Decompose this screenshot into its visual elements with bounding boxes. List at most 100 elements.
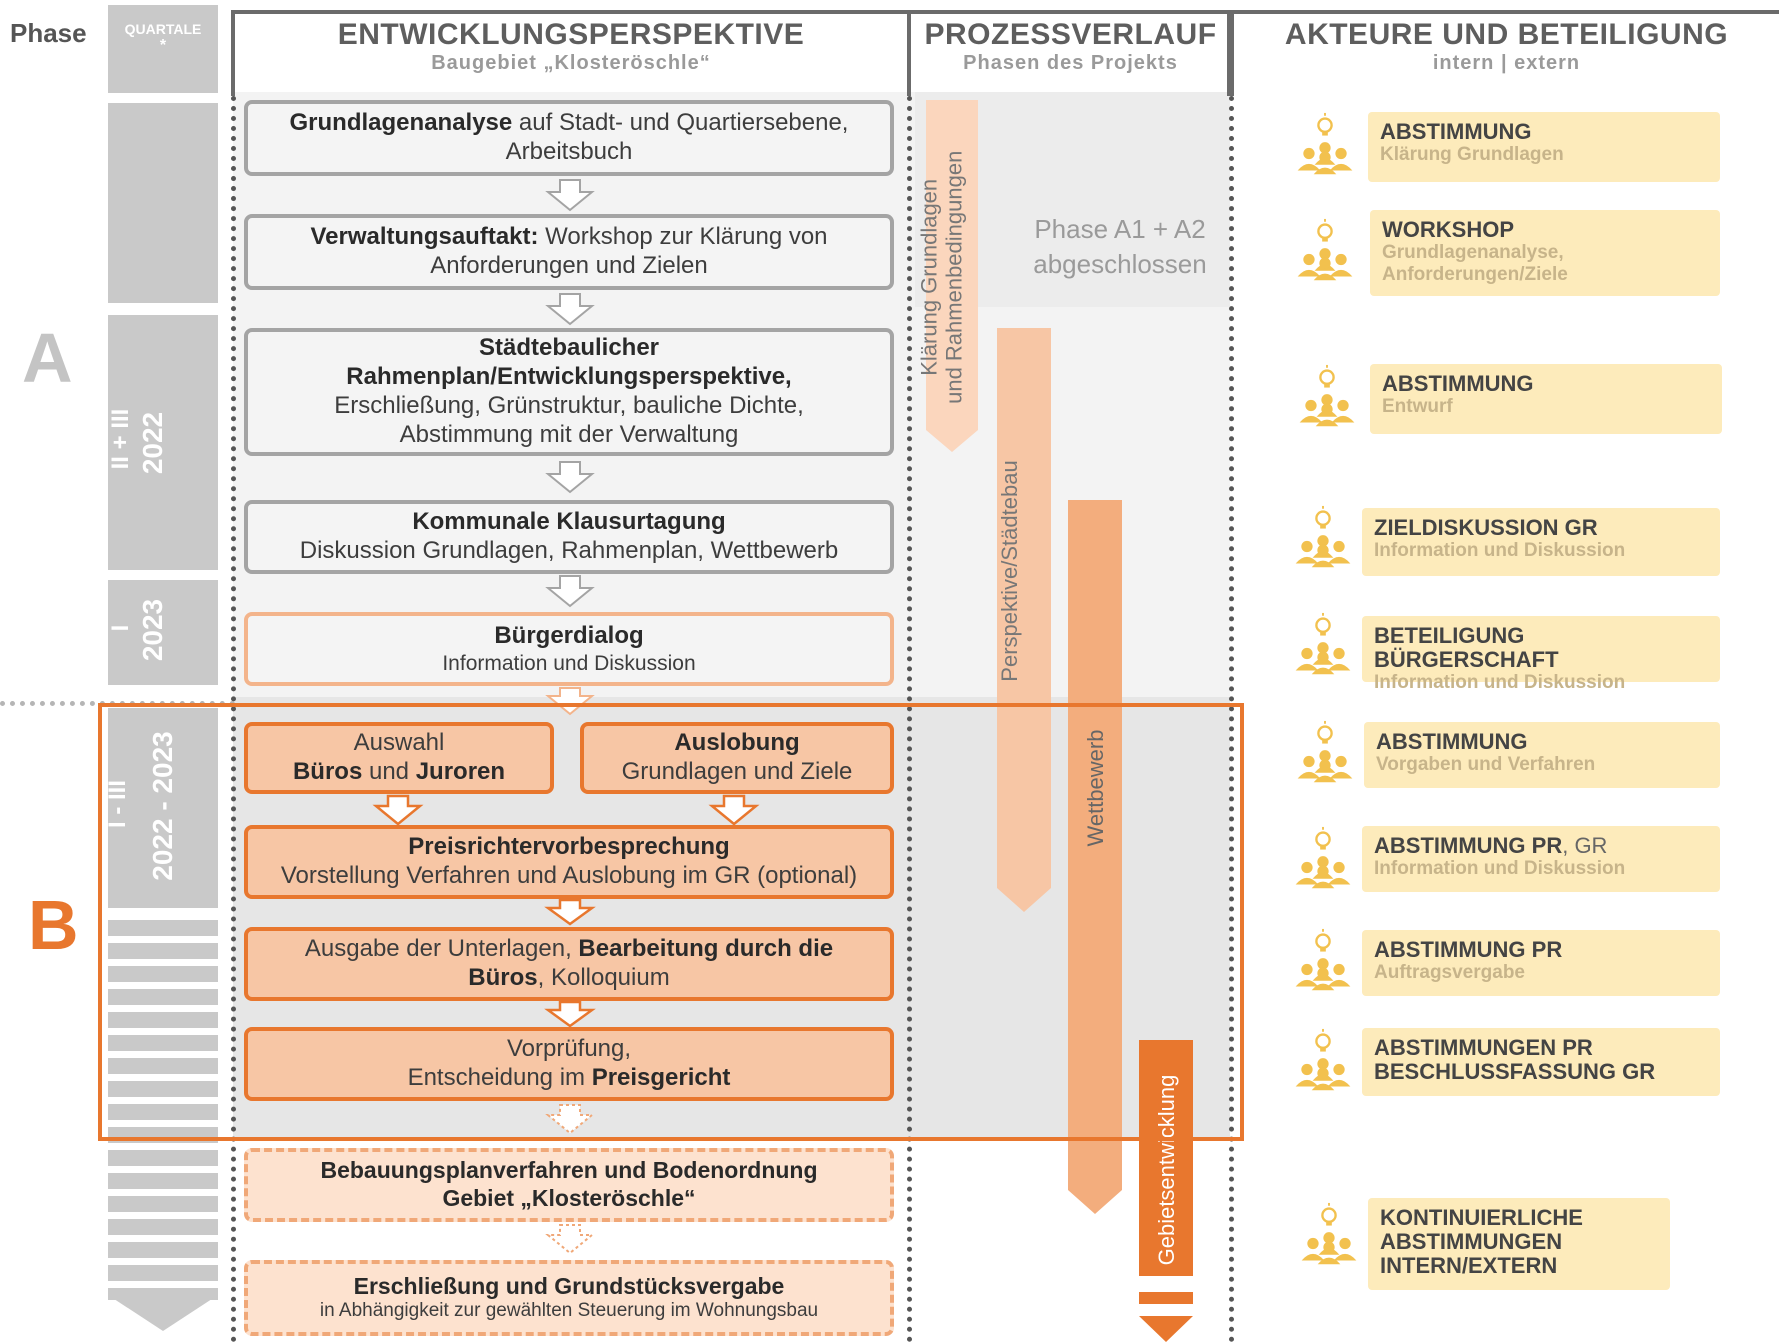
step5-bold: Bürgerdialog [494, 622, 644, 649]
step2-line2: Anforderungen und Zielen [430, 252, 708, 279]
actor-5-sub: Information und Diskussion [1374, 672, 1626, 694]
flow-arrow-1 [545, 179, 595, 212]
actors-divider [1230, 10, 1234, 96]
development-subtitle: Baugebiet „Klosteröschle“ [431, 52, 711, 74]
step10-line1: Vorprüfung, [506, 1035, 632, 1063]
header-divider [907, 10, 911, 96]
flow-arrow-3 [545, 461, 595, 494]
process-subtitle: Phasen des Projekts [963, 52, 1178, 74]
actor-10-title2: ABSTIMMUNGEN [1380, 1229, 1563, 1255]
process-arrows [926, 100, 1193, 1342]
step5-line2: Information und Diskussion [442, 651, 696, 675]
quarter-header-label: QUARTALE [124, 21, 202, 37]
actor-box-5: BETEILIGUNG BÜRGERSCHAFT Information und… [1362, 616, 1720, 693]
development-title: ENTWICKLUNGSPERSPEKTIVE [337, 18, 805, 51]
actor-8-title: ABSTIMMUNG PR [1374, 937, 1563, 962]
actor-box-8: ABSTIMMUNG PR Auftragsvergabe [1362, 930, 1720, 996]
step9-text1: Ausgabe der Unterlagen, [304, 935, 579, 963]
flow-arrow-6b [708, 794, 760, 826]
actor-5-title: BETEILIGUNG BÜRGERSCHAFT [1374, 623, 1559, 673]
actors-header: AKTEURE UND BETEILIGUNG intern | extern [1234, 18, 1779, 75]
step9-bold1: Bearbeitung durch die [578, 935, 834, 963]
flow-arrow-9 [545, 1104, 595, 1135]
quarter-year-2: 2023 [137, 598, 168, 662]
process-title: PROZESSVERLAUF [924, 18, 1217, 51]
step12-bold: Erschließung und Grundstücksvergabe [353, 1272, 785, 1299]
quarter-bar-q4: I - III 2022 - 2023 [104, 708, 218, 908]
step-verwaltungsauftakt: Verwaltungsauftakt: Workshop zur Klärung… [244, 214, 894, 290]
step4-line2: Diskussion Grundlagen, Rahmenplan, Wettb… [299, 537, 839, 564]
actor-box-2: WORKSHOP Grundlagenanalyse, Anforderunge… [1370, 210, 1720, 296]
actor-box-3: ABSTIMMUNG Entwurf [1370, 364, 1722, 434]
process-label-klaerung-2: und Rahmenbedingungen [942, 150, 967, 404]
people-icon-2 [1296, 218, 1354, 282]
dotted-line-mid [907, 96, 912, 1343]
actor-box-9: ABSTIMMUNGEN PR BESCHLUSSFASSUNG GR [1362, 1028, 1720, 1096]
step8-bold: Preisrichtervorbesprechung [408, 833, 730, 861]
process-label-perspektive: Perspektive/Städtebau [997, 460, 1022, 682]
actor-box-7: ABSTIMMUNG PR, GR Information und Diskus… [1362, 826, 1720, 892]
people-icon-8 [1294, 928, 1352, 992]
people-icon-7 [1294, 826, 1352, 890]
step-buergerdialog: Bürgerdialog Information und Diskussion [244, 612, 894, 686]
process-note-1: Phase A1 + A2 [1034, 214, 1206, 244]
step11-bold2: Gebiet „Klosteröschle“ [442, 1185, 696, 1211]
actor-9-title: ABSTIMMUNGEN PR [1374, 1035, 1593, 1060]
process-arrow-wettbewerb [1068, 500, 1122, 1214]
actor-4-sub: Information und Diskussion [1374, 540, 1626, 562]
step3-bold1: Städtebaulicher [478, 334, 660, 362]
step7-bold: Auslobung [674, 729, 800, 757]
actor-9-title2: BESCHLUSSFASSUNG GR [1374, 1059, 1656, 1085]
step3-bold2: Rahmenplan/Entwicklungsperspektive, [346, 363, 792, 391]
step1-line2: Arbeitsbuch [505, 138, 633, 165]
people-icon-4 [1294, 505, 1352, 569]
phase-header: Phase [10, 18, 87, 48]
step-bebauungsplan: Bebauungsplanverfahren und Bodenordnung … [244, 1148, 894, 1222]
quarter-arrow-head [108, 1295, 218, 1331]
step4-bold: Kommunale Klausurtagung [412, 508, 726, 536]
process-arrow-perspektive [997, 328, 1051, 912]
people-icon-5 [1294, 612, 1352, 676]
actor-1-title: ABSTIMMUNG [1380, 119, 1532, 144]
people-icon-10 [1300, 1202, 1358, 1266]
step9-text2: , Kolloquium [537, 964, 670, 991]
actor-2-sub: Grundlagenanalyse, [1382, 242, 1564, 264]
people-icon-3 [1298, 364, 1356, 428]
step6-mid: und [362, 758, 416, 785]
quarter-stripes [108, 920, 218, 1300]
actor-3-title: ABSTIMMUNG [1382, 371, 1534, 396]
actor-box-1: ABSTIMMUNG Klärung Grundlagen [1368, 112, 1720, 182]
actor-7-sub: Information und Diskussion [1374, 858, 1626, 880]
actor-4-title: ZIELDISKUSSION GR [1374, 515, 1598, 540]
quarter-header-star: * [159, 37, 167, 54]
step2-text: Workshop zur Klärung von [538, 223, 828, 251]
step11-bold1: Bebauungsplanverfahren und Bodenordnung [320, 1157, 818, 1184]
actor-box-10: KONTINUIERLICHE ABSTIMMUNGEN INTERN/EXTE… [1368, 1198, 1670, 1290]
step-flow-arrows [372, 179, 760, 1255]
people-icon-6 [1296, 720, 1354, 784]
quarter-bar-q1 [108, 103, 218, 303]
step-klausurtagung: Kommunale Klausurtagung Diskussion Grund… [244, 500, 894, 574]
actor-box-4: ZIELDISKUSSION GR Information und Diskus… [1362, 508, 1720, 576]
step6-bold-a: Büros [292, 758, 363, 785]
step10-text: Entscheidung im [407, 1064, 592, 1091]
actor-6-title: ABSTIMMUNG [1376, 729, 1528, 754]
process-header: PROZESSVERLAUF Phasen des Projekts [911, 18, 1230, 75]
step12-line2: in Abhängigkeit zur gewählten Steuerung … [319, 1300, 819, 1322]
step9-bold2: Büros [468, 964, 538, 991]
development-header: ENTWICKLUNGSPERSPEKTIVE Baugebiet „Klost… [235, 18, 907, 75]
people-icon-1 [1296, 112, 1354, 176]
dotted-line-right [1229, 96, 1234, 1343]
step10-bold: Preisgericht [591, 1064, 731, 1091]
actor-7-title-extra: , GR [1562, 833, 1608, 858]
flow-arrow-4 [545, 575, 595, 608]
process-note: Phase A1 + A2 abgeschlossen [1015, 212, 1225, 282]
phase-a-label: A [22, 319, 73, 397]
actor-3-sub: Entwurf [1382, 396, 1453, 418]
quarter-bar-q2: II + III 2022 [107, 315, 218, 570]
actor-2-title: WORKSHOP [1382, 217, 1514, 242]
flow-arrow-2 [545, 293, 595, 326]
step-auswahl: Auswahl Büros und Juroren [244, 722, 554, 794]
people-icon-9 [1294, 1028, 1352, 1092]
step-preisgericht: Vorprüfung, Entscheidung im Preisgericht [244, 1027, 894, 1101]
